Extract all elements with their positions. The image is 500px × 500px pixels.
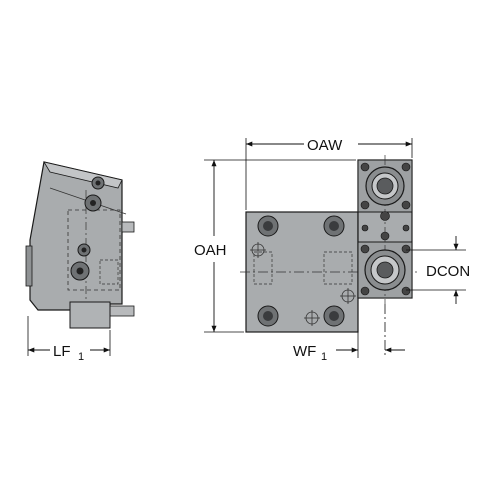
lf-label: LF [53, 343, 71, 360]
side-view-pin-lower [109, 305, 135, 317]
unit-screw [401, 200, 411, 210]
oaw-label: OAW [307, 137, 343, 154]
unit-screw [360, 162, 370, 172]
dowel-symbol [304, 310, 320, 326]
side-view-hidden-box [67, 209, 121, 291]
upper-port [365, 166, 405, 206]
front-view [240, 155, 420, 333]
lf-subscript: 1 [78, 351, 84, 363]
plate-screw [323, 305, 345, 327]
unit-screw [380, 211, 390, 221]
dimension-wf1: WF 1 [293, 300, 405, 363]
unit-screw [401, 162, 411, 172]
plate-screw [257, 215, 279, 237]
unit-screw [361, 224, 369, 232]
oah-label: OAH [194, 242, 227, 259]
side-view [25, 161, 135, 329]
dimension-dcon: DCON [406, 236, 470, 304]
plate-screw [323, 215, 345, 237]
dimension-lf1: LF 1 [27, 316, 111, 363]
dcon-port [364, 249, 406, 291]
wf-label: WF [293, 343, 316, 360]
dimension-oah: OAH [194, 159, 356, 333]
dowel-symbol [340, 288, 356, 304]
unit-screw [401, 244, 411, 254]
unit-screw [380, 231, 390, 241]
dimension-oaw: OAW [245, 137, 413, 210]
dowel-symbol [250, 242, 266, 258]
side-view-shank [69, 301, 111, 329]
side-view-pin-upper [121, 221, 135, 233]
unit-screw [360, 200, 370, 210]
unit-screw [401, 286, 411, 296]
wf-subscript: 1 [321, 351, 327, 363]
side-view-left-tab [25, 245, 33, 287]
plate-screw [257, 305, 279, 327]
unit-screw [360, 244, 370, 254]
unit-screw [402, 224, 410, 232]
dcon-label: DCON [426, 263, 470, 280]
unit-screw [360, 286, 370, 296]
